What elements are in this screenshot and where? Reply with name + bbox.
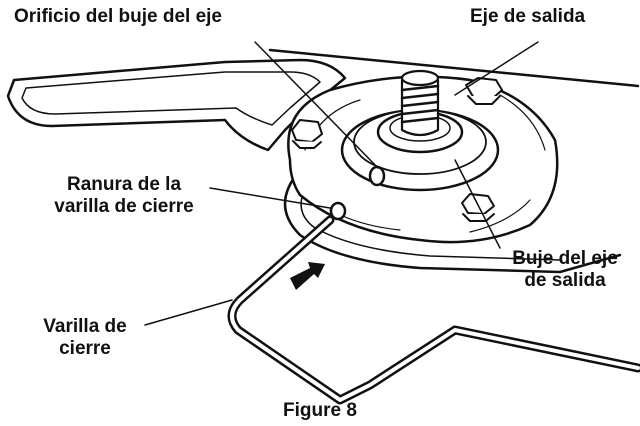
label-lock-rod-line2: cierre [59,338,111,359]
label-output-axle-bushing: Buje del eje de salida [490,248,640,292]
label-lock-rod: Varilla de cierre [20,316,150,360]
bolt-left [291,119,323,149]
label-output-axle-bushing-line2: de salida [524,270,606,291]
lock-rod-slot [329,201,347,221]
label-lock-rod-slot: Ranura de la varilla de cierre [34,174,214,218]
label-output-axle: Eje de salida [470,6,586,27]
lock-rod-inner [230,218,640,402]
deck-top-edge [268,48,640,88]
label-lock-rod-slot-line2: varilla de cierre [54,196,194,217]
handle-arm [6,58,347,152]
label-lock-rod-slot-line1: Ranura de la [66,174,182,195]
label-axle-bushing-hole: Orificio del buje del eje [14,6,222,27]
figure-caption: Figure 8 [283,400,357,421]
label-lock-rod-line1: Varilla de [43,316,127,337]
rotation-arrow [290,262,325,290]
label-output-axle-bushing-line1: Buje del eje [512,248,618,269]
bolt-top [465,77,503,105]
lock-rod [227,215,640,405]
mount-flange-shading [304,94,546,233]
bolt-bottom [461,193,495,222]
output-axle [400,69,440,137]
leader-lines [144,41,539,326]
handle-inner [21,71,321,126]
axle-bushing-hole [368,165,386,187]
